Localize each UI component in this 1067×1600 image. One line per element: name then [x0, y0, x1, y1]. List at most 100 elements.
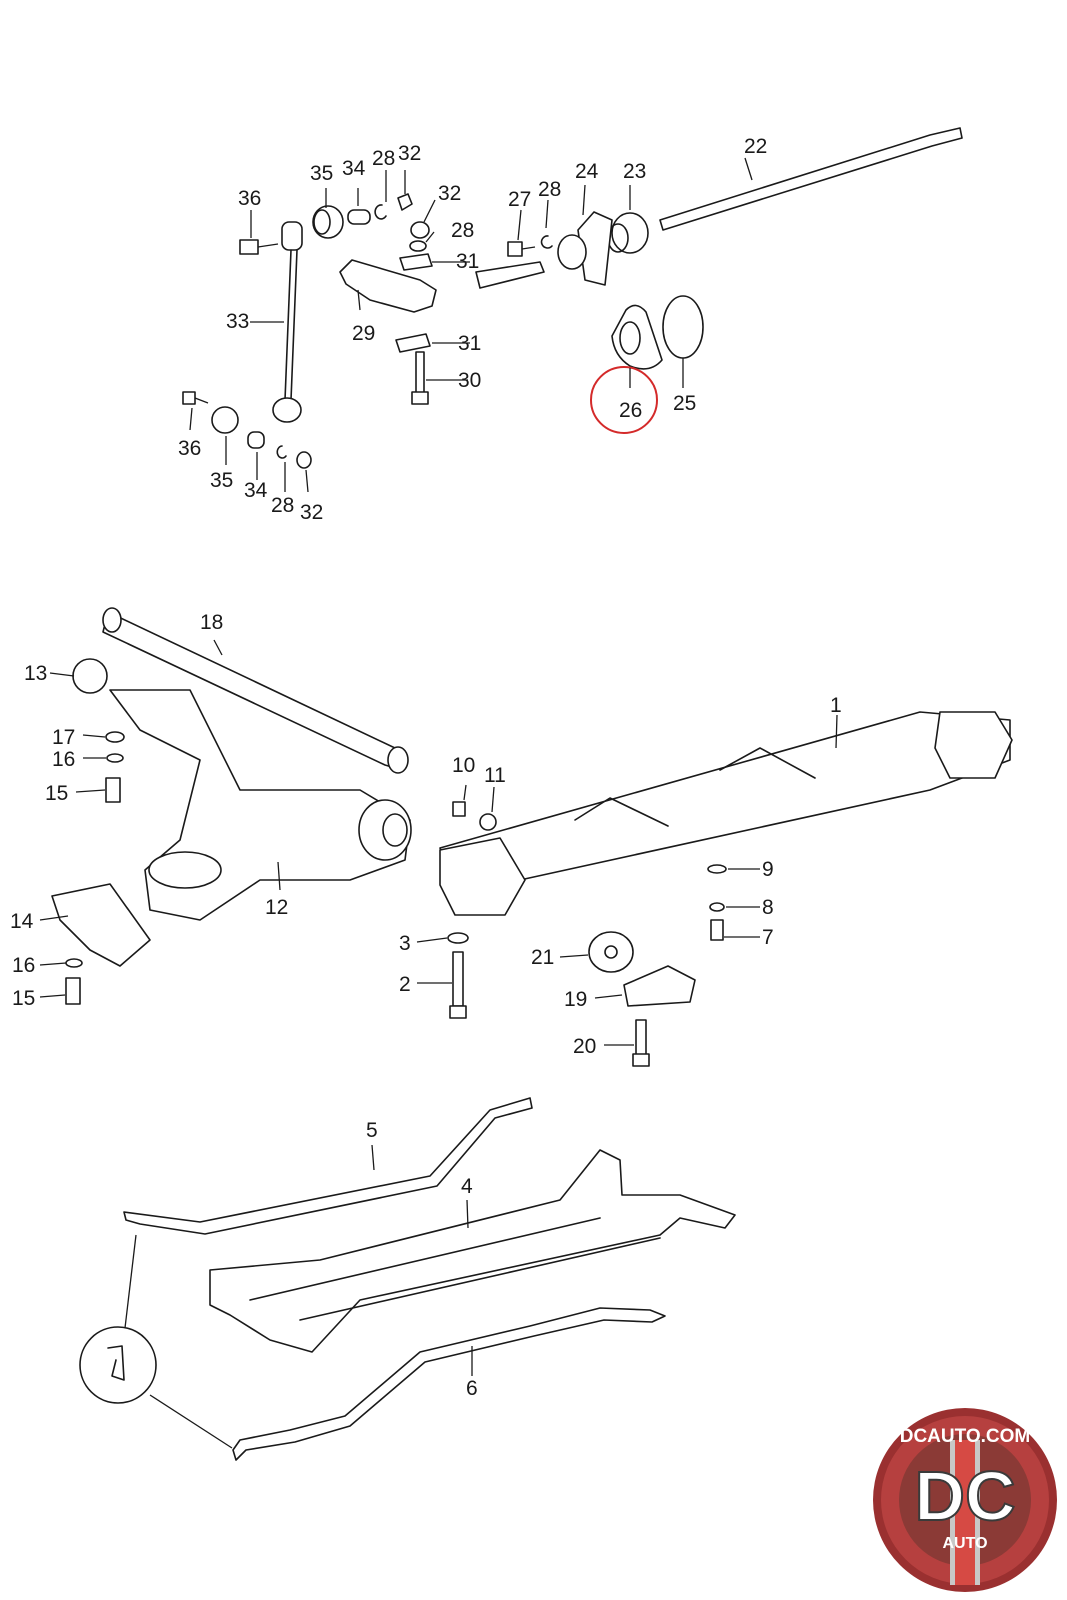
- part-15-bolt-b: [65, 977, 81, 1005]
- label-28c: 28: [451, 219, 474, 242]
- label-24: 24: [575, 160, 599, 183]
- label-3: 3: [399, 932, 411, 955]
- part-9-washer: [707, 864, 727, 874]
- label-1: 1: [830, 694, 842, 717]
- part-6-strip: [232, 1307, 666, 1461]
- part-22-bar: [659, 127, 963, 231]
- label-15b: 15: [12, 987, 35, 1010]
- part-35-bushing-b: [211, 406, 239, 434]
- part-11-washer: [479, 813, 497, 831]
- part-labels: 22 23 24 28 27 26 25 36 35 34 28 32 32 2…: [10, 135, 842, 1400]
- label-10: 10: [452, 754, 475, 777]
- part-28-clip-top: [374, 204, 387, 220]
- label-8: 8: [762, 896, 774, 919]
- label-32c: 32: [300, 501, 323, 524]
- label-25: 25: [673, 392, 696, 415]
- part-4-pan: [209, 1149, 736, 1353]
- part-13-cap: [72, 658, 108, 694]
- part-33-link-top: [281, 221, 303, 251]
- part-28-washer: [409, 240, 427, 252]
- label-21: 21: [531, 946, 554, 969]
- label-16a: 16: [52, 748, 75, 771]
- label-26: 26: [619, 399, 642, 422]
- label-32b: 32: [438, 182, 461, 205]
- part-19-mount: [623, 965, 696, 1007]
- label-5: 5: [366, 1119, 378, 1142]
- part-34-sleeve-b: [247, 431, 265, 449]
- part-8-washer: [709, 902, 725, 912]
- label-34a: 34: [342, 157, 366, 180]
- label-22: 22: [744, 135, 767, 158]
- part-16-washer: [106, 753, 124, 763]
- part-14-bracket: [51, 883, 151, 967]
- label-11: 11: [484, 764, 506, 787]
- part-16-washer-b: [65, 958, 83, 968]
- part-32-nut-c: [296, 451, 312, 469]
- part-23-bushing: [611, 212, 649, 254]
- label-28a: 28: [538, 178, 561, 201]
- label-18: 18: [200, 611, 223, 634]
- label-2: 2: [399, 973, 411, 996]
- label-13: 13: [24, 662, 47, 685]
- part-35-bushing: [312, 205, 344, 239]
- stabilizer-assembly: [182, 127, 963, 493]
- label-12: 12: [265, 896, 288, 919]
- label-33: 33: [226, 310, 249, 333]
- part-28-clip-b: [276, 445, 287, 459]
- part-36-bolt: [239, 239, 259, 255]
- part-27-bolt: [507, 241, 523, 257]
- part-24-bearing: [577, 211, 613, 286]
- part-26-plate: [611, 304, 663, 370]
- part-29-arm: [339, 259, 437, 313]
- label-9: 9: [762, 858, 774, 881]
- part-17-washer: [105, 731, 125, 743]
- label-17: 17: [52, 726, 75, 749]
- highlight-circle: [590, 366, 658, 434]
- part-12-trailing-arm: [109, 689, 411, 921]
- detail-clip: [107, 1345, 125, 1381]
- axle-assembly: [39, 607, 1013, 1067]
- part-36-bolt-b: [182, 391, 196, 405]
- watermark-mark: DC: [914, 1457, 1015, 1535]
- label-4: 4: [461, 1175, 473, 1198]
- part-5-strip: [123, 1097, 533, 1235]
- part-31-plate-top: [399, 253, 433, 271]
- label-35a: 35: [310, 162, 333, 185]
- label-27: 27: [508, 188, 531, 211]
- label-30: 30: [458, 369, 481, 392]
- detail-callout: [79, 1326, 157, 1404]
- part-25-cover: [662, 295, 704, 359]
- label-28d: 28: [271, 494, 294, 517]
- label-35b: 35: [210, 469, 233, 492]
- label-20: 20: [573, 1035, 596, 1058]
- label-14: 14: [10, 910, 34, 933]
- label-29: 29: [352, 322, 375, 345]
- label-28b: 28: [372, 147, 395, 170]
- watermark-site: DCAUTO.COM: [900, 1426, 1031, 1447]
- part-30-bolt: [415, 351, 425, 395]
- part-3-washer: [447, 932, 469, 944]
- label-19: 19: [564, 988, 587, 1011]
- label-34b: 34: [244, 479, 268, 502]
- shield-assembly: [79, 1097, 736, 1461]
- part-28-clip: [540, 235, 553, 249]
- part-7-bolt: [710, 919, 724, 941]
- lever-end: [475, 261, 545, 289]
- label-36a: 36: [238, 187, 261, 210]
- label-31b: 31: [458, 332, 481, 355]
- part-20-bolt: [635, 1019, 647, 1057]
- part-15-bolt: [105, 777, 121, 803]
- label-36b: 36: [178, 437, 201, 460]
- part-2-bolt: [452, 951, 464, 1007]
- part-10-bolt: [452, 801, 466, 817]
- part-33-link-bottom: [272, 397, 302, 423]
- dcauto-watermark: DCAUTO.COM DC AUTO: [873, 1408, 1057, 1592]
- part-32-nut-b: [410, 221, 430, 239]
- part-32-nut: [397, 193, 413, 211]
- part-34-sleeve: [347, 209, 371, 225]
- part-21-bushing: [588, 931, 634, 973]
- watermark-sub: AUTO: [942, 1535, 987, 1552]
- label-7: 7: [762, 926, 774, 949]
- label-15a: 15: [45, 782, 68, 805]
